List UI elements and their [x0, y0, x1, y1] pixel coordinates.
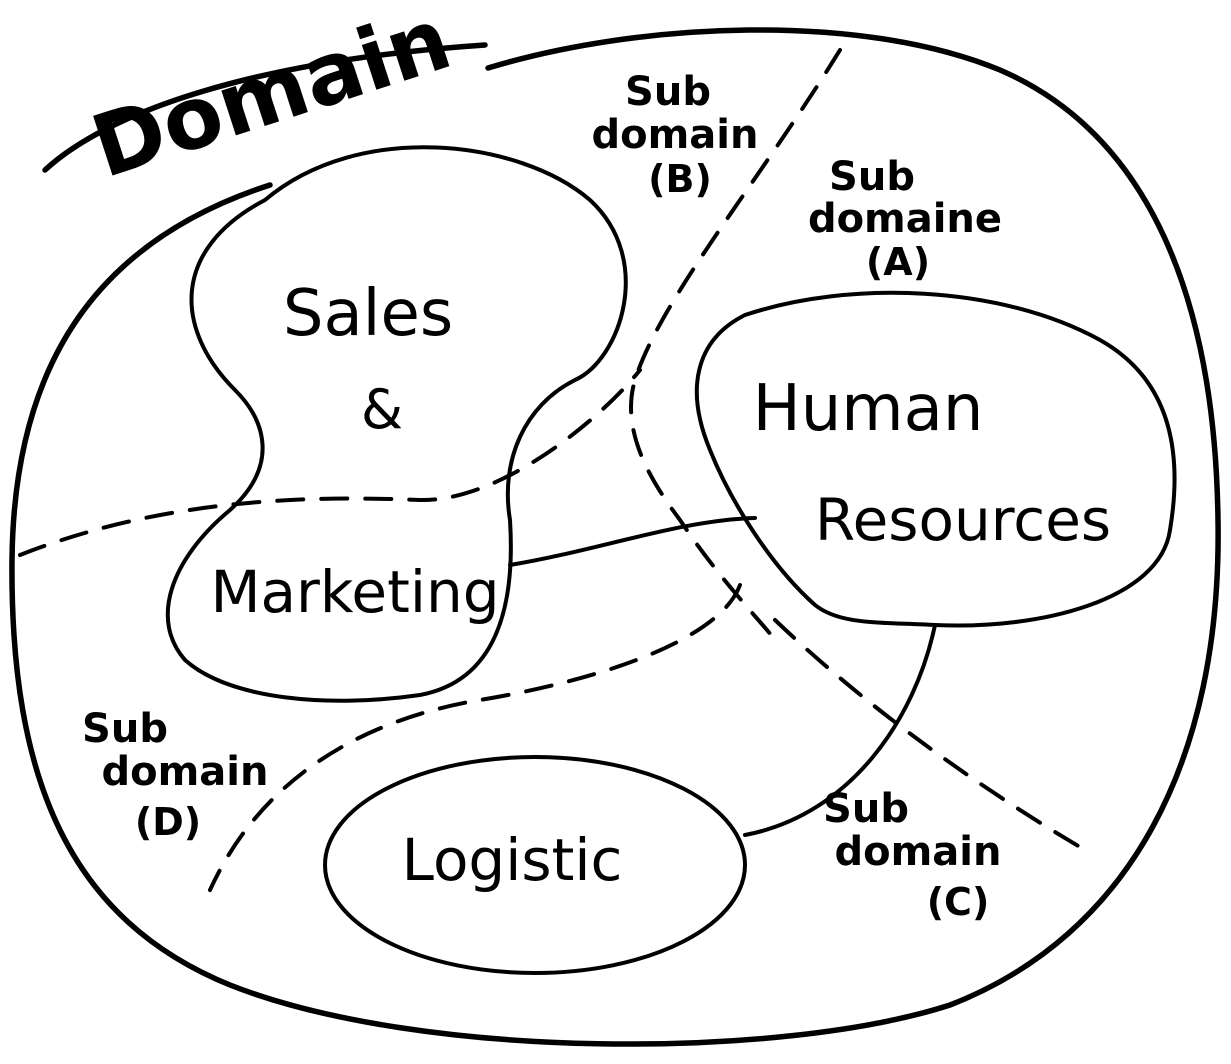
subdomain-b-line-2: domain: [592, 112, 759, 158]
subdomain-a-line-1: Sub: [829, 154, 915, 200]
sales-marketing-boundary: [165, 145, 628, 703]
subdomain-c-line-1: Sub: [823, 786, 909, 832]
subdomain-divider-c: [773, 618, 1087, 852]
hr-logistic-connector: [743, 623, 937, 837]
subdomain-d-line-2: domain: [102, 749, 269, 795]
sales-hr-connector: [508, 516, 757, 567]
subdomain-c-line-3: (C): [927, 880, 990, 924]
logistic-boundary: [323, 755, 747, 975]
context-logistic: Logistic: [402, 826, 623, 894]
subdomain-d-line-3: (D): [135, 800, 201, 844]
context-hr-line-2: Resources: [815, 486, 1111, 554]
context-hr-line-1: Human: [753, 372, 984, 446]
domain-boundary: [9, 27, 1221, 1047]
subdomain-b-line-1: Sub: [625, 69, 711, 115]
context-sales-line-1: Sales: [283, 277, 453, 351]
context-sales-line-2: &: [361, 378, 403, 441]
domain-swoosh: [42, 42, 488, 173]
subdomain-b-line-3: (B): [648, 157, 712, 201]
subdomain-divider-horizontal: [18, 368, 642, 557]
subdomain-divider-cd: [208, 583, 742, 892]
subdomain-divider-ab: [629, 48, 842, 642]
subdomain-d-line-1: Sub: [82, 706, 168, 752]
subdomain-a-line-2: domaine: [808, 196, 1002, 242]
subdomain-c-line-2: domain: [835, 829, 1002, 875]
subdomain-a-line-3: (A): [866, 240, 930, 284]
domain-label: Domain: [81, 0, 463, 198]
context-sales-line-3: Marketing: [210, 558, 499, 626]
human-resources-boundary: [694, 290, 1177, 628]
